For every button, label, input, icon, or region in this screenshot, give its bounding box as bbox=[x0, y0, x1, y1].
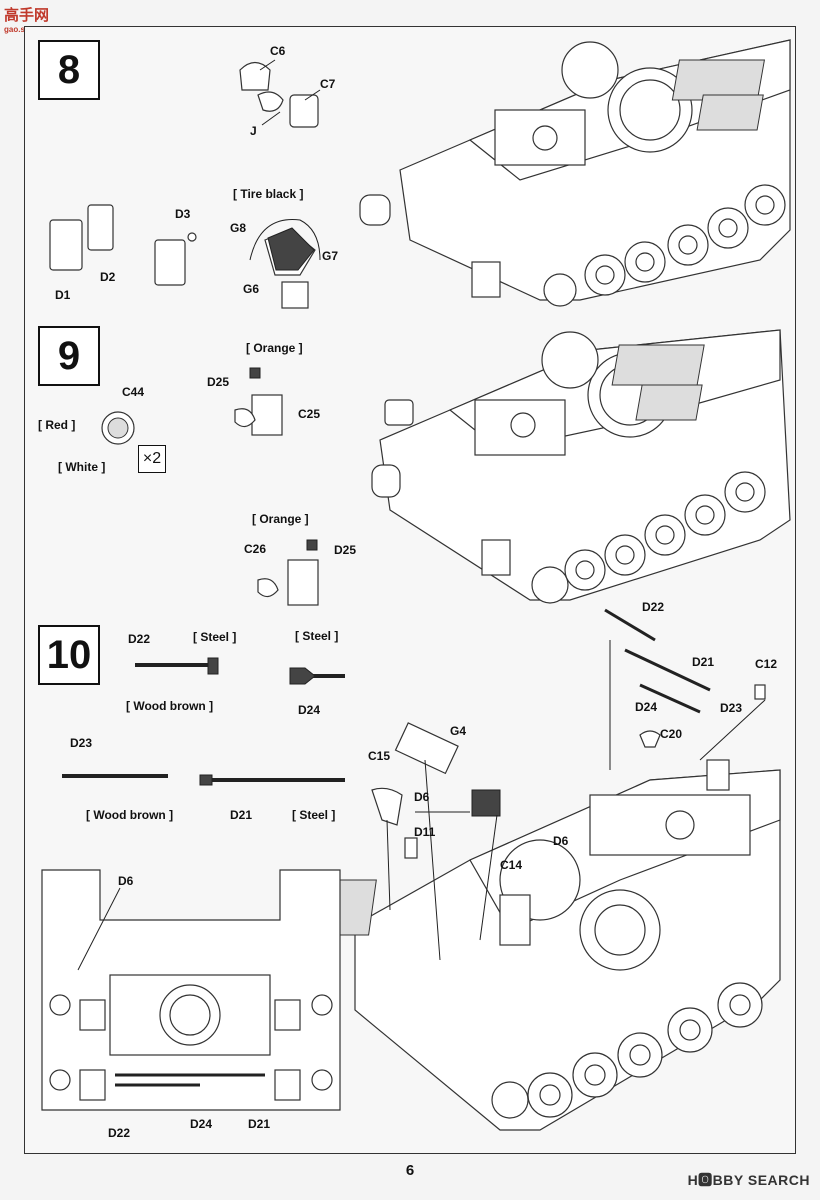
step-10-number: 10 bbox=[38, 625, 100, 685]
part-label-c26: C26 bbox=[244, 542, 267, 556]
part-label-d25-a: D25 bbox=[207, 375, 230, 389]
part-label-c6: C6 bbox=[270, 44, 286, 58]
step-8-number: 8 bbox=[38, 40, 100, 100]
part-label-g7: G7 bbox=[322, 249, 339, 263]
paint-wood-brown-2: [ Wood brown ] bbox=[86, 808, 174, 822]
paint-orange-2: [ Orange ] bbox=[252, 512, 309, 526]
part-label-c44: C44 bbox=[122, 385, 145, 399]
part-label-d24-right: D24 bbox=[635, 700, 658, 714]
paint-white: [ White ] bbox=[58, 460, 106, 474]
part-label-d11: D11 bbox=[414, 825, 436, 839]
vehicle-top-view-drawing bbox=[41, 869, 341, 1111]
step-9-number: 9 bbox=[38, 326, 100, 386]
part-label-d24-bottom: D24 bbox=[190, 1117, 213, 1131]
watermark-title: 高手网 bbox=[4, 7, 50, 24]
part-label-d21-bottom: D21 bbox=[248, 1117, 271, 1131]
vehicle-step10-drawing bbox=[288, 759, 781, 1131]
paint-tire-black: [ Tire black ] bbox=[233, 187, 304, 201]
part-label-c15: C15 bbox=[368, 749, 391, 763]
part-label-c25: C25 bbox=[298, 407, 321, 421]
part-label-j: J bbox=[250, 124, 257, 138]
part-label-d23-right: D23 bbox=[720, 701, 743, 715]
part-label-d6-c: D6 bbox=[118, 874, 134, 888]
part-label-c20: C20 bbox=[660, 727, 683, 741]
part-label-g8: G8 bbox=[230, 221, 247, 235]
part-label-g6: G6 bbox=[243, 282, 260, 296]
paint-steel-2: [ Steel ] bbox=[295, 629, 339, 643]
part-label-d3: D3 bbox=[175, 207, 191, 221]
paint-orange-1: [ Orange ] bbox=[246, 341, 303, 355]
step10-tools bbox=[62, 608, 766, 859]
paint-steel-1: [ Steel ] bbox=[193, 630, 237, 644]
part-label-d2: D2 bbox=[100, 270, 116, 284]
part-label-d22: D22 bbox=[128, 632, 151, 646]
paint-wood-brown-1: [ Wood brown ] bbox=[126, 699, 214, 713]
part-label-d22-right: D22 bbox=[642, 600, 665, 614]
part-label-d21: D21 bbox=[230, 808, 253, 822]
part-label-d21-right: D21 bbox=[692, 655, 715, 669]
page-number: 6 bbox=[405, 1162, 415, 1179]
part-label-c14: C14 bbox=[500, 858, 523, 872]
part-label-d24: D24 bbox=[298, 703, 321, 717]
step9-parts bbox=[101, 367, 319, 606]
leader-lines bbox=[386, 640, 766, 961]
part-label-d6-b: D6 bbox=[553, 834, 569, 848]
part-label-c7: C7 bbox=[320, 77, 336, 91]
part-label-d22-bottom: D22 bbox=[108, 1126, 131, 1140]
part-label-d1: D1 bbox=[55, 288, 71, 302]
vehicle-step8-drawing bbox=[359, 39, 791, 307]
part-label-c12: C12 bbox=[755, 657, 778, 671]
quantity-x2: ×2 bbox=[138, 445, 166, 473]
paint-red: [ Red ] bbox=[38, 418, 76, 432]
watermark-hobby-search: H🅾BBY SEARCH bbox=[687, 1172, 810, 1188]
part-label-g4: G4 bbox=[450, 724, 467, 738]
part-label-d23: D23 bbox=[70, 736, 93, 750]
step8-parts bbox=[49, 59, 321, 309]
paint-steel-3: [ Steel ] bbox=[292, 808, 336, 822]
part-label-d25-b: D25 bbox=[334, 543, 357, 557]
part-label-d6-a: D6 bbox=[414, 790, 430, 804]
vehicle-step9-drawing bbox=[371, 329, 791, 604]
